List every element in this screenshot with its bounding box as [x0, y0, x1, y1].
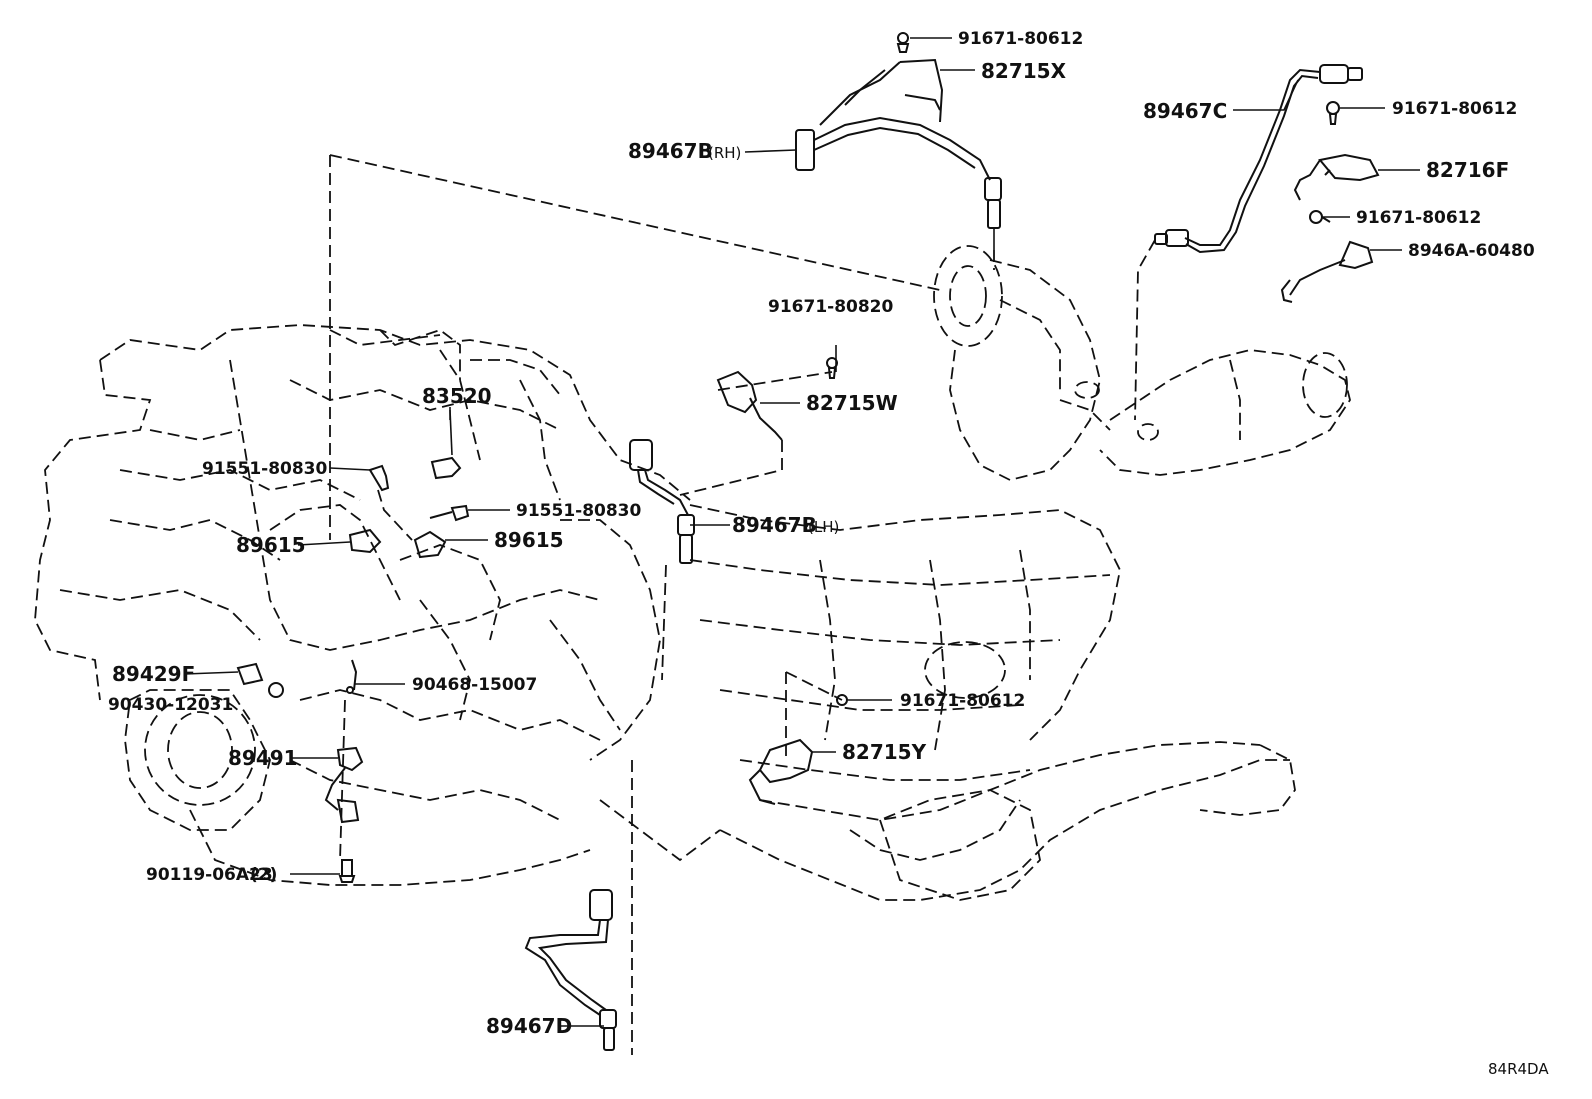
- callout-part-number: 82715X: [981, 59, 1067, 83]
- bolt-90119-06a23: [338, 859, 356, 883]
- callout-note: (2): [250, 865, 277, 885]
- catalytic-converter-rh: [933, 245, 1111, 481]
- oil-pressure-switch-83520: [430, 409, 462, 480]
- oxygen-sensor-89467b-lh: [629, 439, 695, 564]
- callout-part-number: 82715W: [806, 391, 898, 415]
- callout-part-number: 90119-06A23: [146, 865, 273, 885]
- temperature-sensor-89429f: [236, 662, 284, 698]
- callout-part-number: 89467C: [1143, 99, 1227, 123]
- callout-part-number: 83520: [422, 384, 492, 408]
- locator-lines: [329, 154, 1156, 1055]
- bracket-82715y: [748, 694, 848, 805]
- diagram-code: 84R4DA: [1488, 1060, 1549, 1078]
- callout-part-number: 90430-12031: [108, 695, 233, 715]
- callout-part-number: 82715Y: [842, 740, 927, 764]
- bolts-91551-80830: [368, 464, 470, 522]
- callout-part-number: 91671-80612: [900, 691, 1025, 711]
- callout-part-number: 91671-80612: [1392, 99, 1517, 119]
- callout-part-number: 91551-80830: [516, 501, 642, 521]
- bracket-82716f: [1293, 101, 1380, 201]
- callout-part-number: 89467B: [732, 513, 817, 537]
- callout-part-number: 91671-80820: [768, 297, 894, 317]
- engine-assembly: [34, 324, 1296, 901]
- callout-part-number: 89467D: [486, 1014, 572, 1038]
- callout-part-number: 89491: [228, 746, 298, 770]
- callout-part-number: 91551-80830: [202, 459, 328, 479]
- callout-part-number: 82716F: [1426, 158, 1509, 182]
- clamp-90468-15007: [346, 659, 358, 694]
- bracket-82715x: [819, 32, 944, 126]
- callout-part-number: 8946A-60480: [1408, 241, 1535, 261]
- callout-part-number: 89615: [494, 528, 564, 552]
- bracket-82715w: [716, 357, 838, 441]
- bracket-8946a-60480: [1280, 210, 1374, 303]
- callout-labels: 91671-80612 82715X 89467B (RH) 89467C 91…: [108, 29, 1549, 1078]
- callout-part-number: 90468-15007: [412, 675, 537, 695]
- oxygen-sensor-89467b-rh: [795, 116, 1002, 250]
- callout-part-number: 89615: [236, 533, 306, 557]
- callout-part-number: 91671-80612: [1356, 208, 1481, 228]
- callout-note: (LH): [808, 518, 839, 536]
- callout-part-number: 91671-80612: [958, 29, 1083, 49]
- leader-lines: [184, 37, 1420, 1027]
- callout-note: (RH): [708, 144, 741, 162]
- catalytic-converter-lh: [1099, 349, 1351, 476]
- oxygen-sensor-89467d: [524, 889, 617, 1051]
- callout-part-number: 89429F: [112, 662, 195, 686]
- callout-part-number: 89467B: [628, 139, 713, 163]
- knock-sensors-89615: [348, 528, 447, 559]
